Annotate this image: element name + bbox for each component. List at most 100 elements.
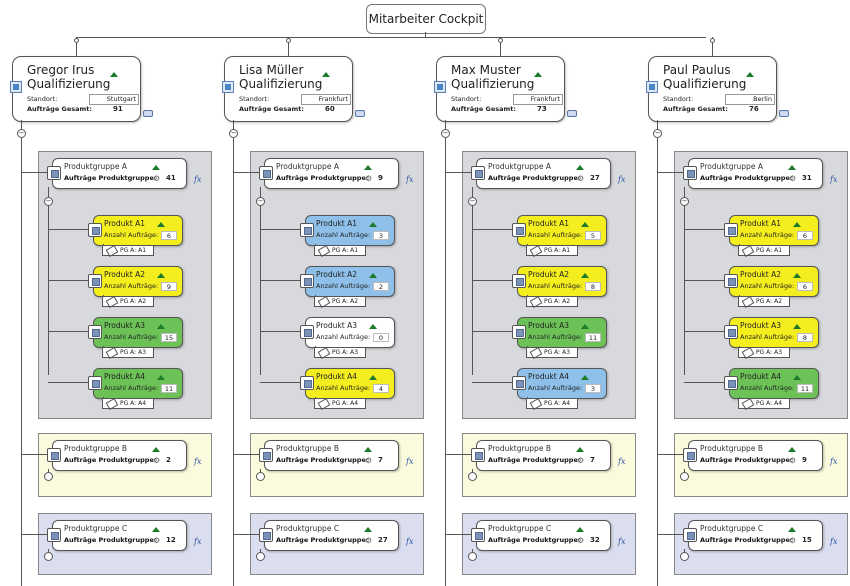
branch-dot (286, 38, 291, 43)
expand-icon[interactable] (44, 472, 53, 481)
expand-icon[interactable] (680, 472, 689, 481)
expand-icon[interactable] (44, 552, 53, 561)
product-tag[interactable]: PG A: A2 (102, 296, 154, 308)
trunk-line (445, 120, 446, 586)
employee-icon (646, 81, 658, 93)
employee-name-text: Paul Paulus (663, 63, 731, 77)
product-group-name: Produktgruppe B (276, 444, 339, 453)
fx-icon[interactable]: fx (830, 537, 838, 546)
fx-icon[interactable]: fx (830, 457, 838, 466)
collapse-icon[interactable]: − (256, 197, 265, 206)
fx-icon[interactable]: fx (406, 175, 414, 184)
anzahl-auftraege-label: Anzahl Aufträge: (316, 282, 371, 290)
collapse-icon[interactable]: − (17, 129, 26, 138)
product-tag[interactable]: PG A: A1 (738, 245, 790, 257)
product-tag[interactable]: PG A: A3 (314, 347, 366, 359)
collapse-icon[interactable]: − (441, 129, 450, 138)
collapse-icon[interactable]: − (44, 197, 53, 206)
product-tag[interactable]: PG A: A2 (314, 296, 366, 308)
product-tag[interactable]: PG A: A3 (738, 347, 790, 359)
product-tag[interactable]: PG A: A1 (526, 245, 578, 257)
product-tag[interactable]: PG A: A4 (102, 398, 154, 410)
fx-icon[interactable]: fx (830, 175, 838, 184)
product-tag[interactable]: PG A: A3 (526, 347, 578, 359)
product-name: Produkt A4 (740, 372, 781, 381)
product-group-icon (47, 166, 61, 180)
root-node[interactable]: Mitarbeiter Cockpit (366, 4, 486, 34)
product-tag[interactable]: PG A: A4 (738, 398, 790, 410)
arrow-up-icon (534, 72, 542, 77)
fx-icon[interactable]: fx (618, 537, 626, 546)
fx-icon[interactable]: fx (618, 457, 626, 466)
print-icon[interactable] (567, 110, 577, 117)
print-icon[interactable] (355, 110, 365, 117)
arrow-up-icon (152, 527, 160, 532)
product-tag-label: PG A: A2 (332, 298, 359, 305)
product-group-icon (259, 448, 273, 462)
gear-icon: ⚙ (365, 174, 373, 183)
collapse-icon[interactable]: − (229, 129, 238, 138)
product-tag[interactable]: PG A: A4 (526, 398, 578, 410)
fx-icon[interactable]: fx (406, 457, 414, 466)
fx-icon[interactable]: fx (194, 457, 202, 466)
product-tag[interactable]: PG A: A4 (314, 398, 366, 410)
product-tag[interactable]: PG A: A1 (314, 245, 366, 257)
expand-icon[interactable] (468, 472, 477, 481)
anzahl-auftraege-label: Anzahl Aufträge: (316, 333, 371, 341)
fx-icon[interactable]: fx (406, 537, 414, 546)
expand-icon[interactable] (680, 552, 689, 561)
print-icon[interactable] (143, 110, 153, 117)
product-tag[interactable]: PG A: A2 (738, 296, 790, 308)
collapse-icon[interactable]: − (468, 197, 477, 206)
fx-icon[interactable]: fx (194, 175, 202, 184)
print-icon[interactable] (779, 110, 789, 117)
anzahl-auftraege-label: Anzahl Aufträge: (740, 282, 795, 290)
expand-icon[interactable] (468, 552, 477, 561)
product-tag[interactable]: PG A: A3 (102, 347, 154, 359)
product-tag[interactable]: PG A: A1 (102, 245, 154, 257)
expand-icon[interactable] (256, 552, 265, 561)
product-group-value: 9 (378, 174, 383, 182)
collapse-icon[interactable]: − (680, 197, 689, 206)
fx-icon[interactable]: fx (618, 175, 626, 184)
expand-icon[interactable] (256, 472, 265, 481)
product-value: 6 (797, 231, 813, 240)
product-icon (88, 274, 102, 288)
collapse-icon[interactable]: − (653, 129, 662, 138)
fx-icon[interactable]: fx (194, 537, 202, 546)
standort-value: Berlin (725, 94, 775, 105)
product-tag[interactable]: PG A: A2 (526, 296, 578, 308)
